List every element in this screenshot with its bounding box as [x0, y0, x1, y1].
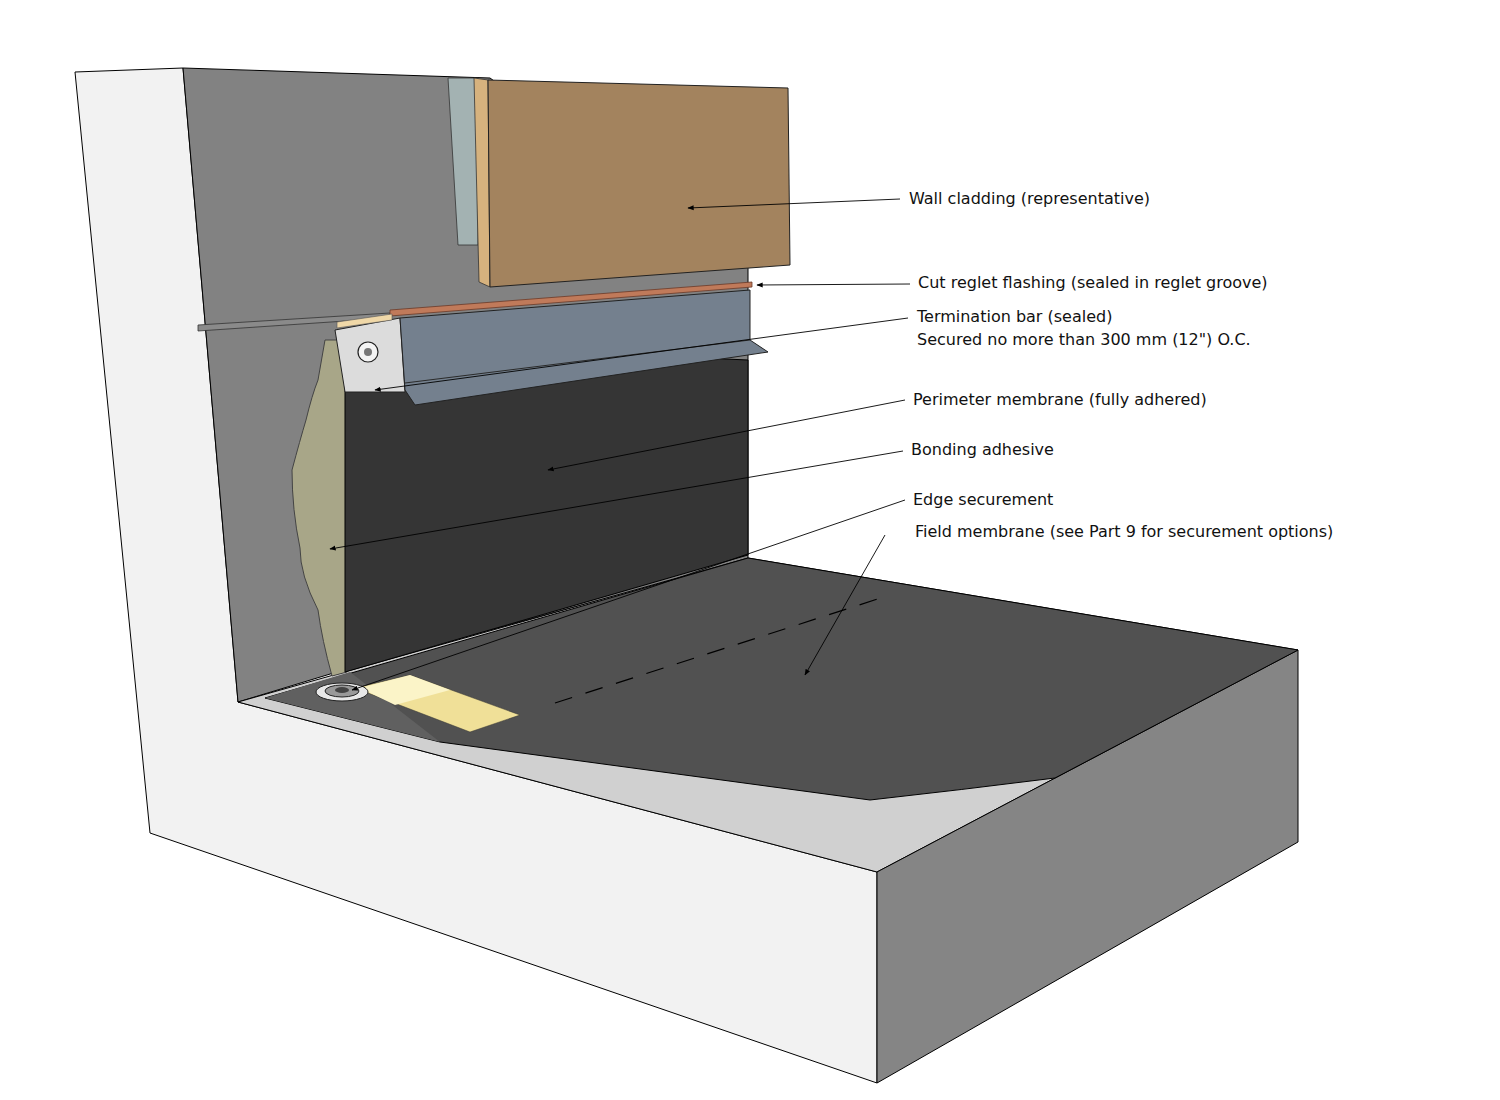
edge-securement-screw: [335, 687, 349, 693]
termination-bar-screw: [364, 348, 372, 356]
callout-label: Cut reglet flashing (sealed in reglet gr…: [916, 273, 1270, 293]
termination-bar: [400, 290, 768, 405]
cladding-backer: [448, 78, 478, 245]
wall-cladding-side: [474, 78, 490, 287]
edge-tape-strip: [355, 675, 520, 732]
callout-label: Termination bar (sealed): [915, 307, 1114, 327]
termination-bar-block: [337, 314, 392, 328]
leader-line: [330, 451, 903, 549]
callout-label: Perimeter membrane (fully adhered): [911, 390, 1209, 410]
leader-line: [805, 535, 885, 675]
wall-cladding: [488, 80, 790, 287]
termination-bar-screw: [358, 342, 378, 362]
leader-lines: [330, 199, 910, 690]
callout-label: Edge securement: [911, 490, 1055, 510]
leader-line: [375, 318, 908, 390]
callout-label: Field membrane (see Part 9 for securemen…: [913, 522, 1335, 542]
callout-label: Secured no more than 300 mm (12") O.C.: [915, 330, 1253, 350]
edge-tape-strip: [360, 675, 450, 705]
leader-line: [688, 199, 900, 208]
field-seam-dashed: [555, 595, 890, 703]
leader-line: [757, 284, 910, 285]
termination-bar-end: [335, 318, 405, 392]
edge-securement-plate: [316, 683, 368, 701]
callout-label: Wall cladding (representative): [907, 189, 1152, 209]
callout-label: Bonding adhesive: [909, 440, 1056, 460]
bonding-adhesive: [292, 340, 347, 676]
leader-line: [352, 500, 905, 690]
edge-securement-plate: [325, 685, 359, 697]
